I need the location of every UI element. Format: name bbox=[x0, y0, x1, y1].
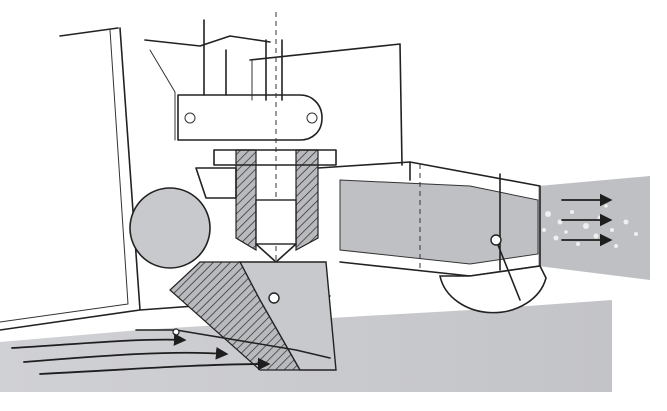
intake-flow-arrow-2 bbox=[23, 346, 229, 363]
drive-shaft-right bbox=[265, 39, 283, 101]
drive-shaft-left bbox=[203, 19, 227, 96]
mount-bracket bbox=[177, 94, 323, 141]
grill-bolt bbox=[172, 328, 180, 336]
deflector-arm bbox=[495, 239, 521, 301]
intake-flow-arrow-3 bbox=[39, 357, 271, 375]
bearing-housing bbox=[213, 149, 337, 166]
bracket-bolt-left bbox=[184, 112, 196, 124]
intake-flow-arrow-1 bbox=[11, 333, 187, 349]
bracket-bolt-right bbox=[306, 112, 318, 124]
bearing-core bbox=[255, 199, 297, 245]
jet-stream bbox=[538, 176, 650, 280]
intake-duct-inner bbox=[238, 261, 337, 371]
intake-grill bbox=[135, 329, 331, 359]
deflector-pivot bbox=[490, 234, 502, 246]
upper-frame bbox=[144, 35, 403, 166]
jet-spray bbox=[542, 204, 638, 248]
volute-chamber bbox=[129, 187, 211, 269]
top-plate bbox=[149, 49, 253, 141]
volute-lip bbox=[195, 167, 237, 199]
nozzle-tube bbox=[317, 161, 541, 277]
impeller-nut bbox=[268, 292, 280, 304]
reverse-deflector bbox=[439, 265, 547, 314]
nozzle-flange bbox=[409, 161, 501, 271]
nozzle-inner bbox=[339, 179, 539, 265]
hull-edge bbox=[0, 29, 129, 323]
